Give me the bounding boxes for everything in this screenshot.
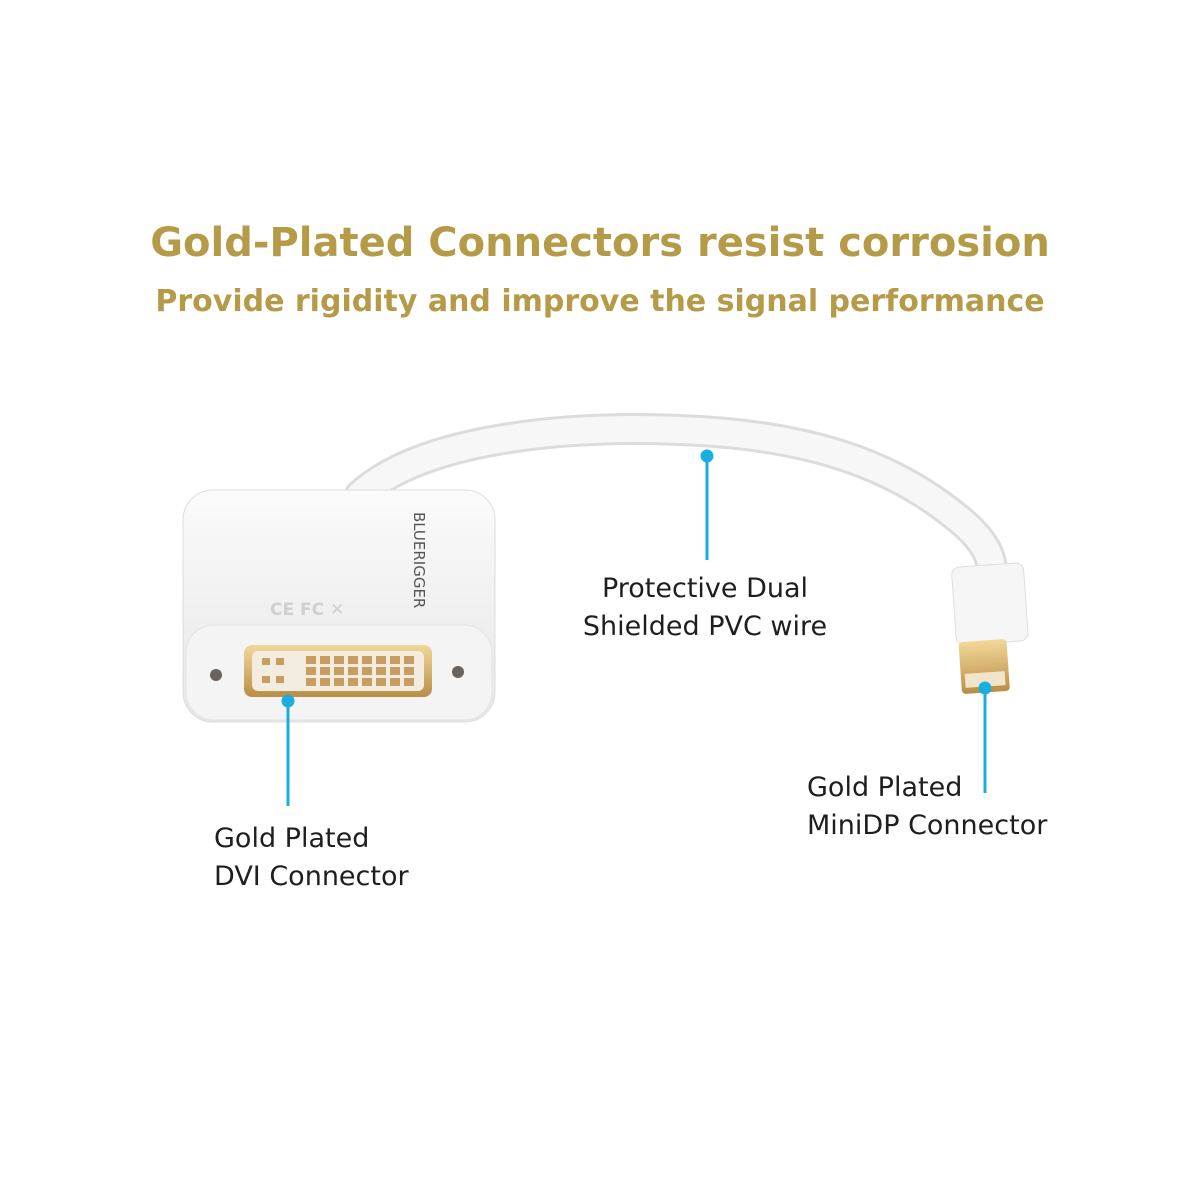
wire-callout-label: Protective Dual Shielded PVC wire — [580, 570, 830, 646]
minidp-callout-line1: Gold Plated — [807, 772, 963, 803]
dvi-pin — [320, 667, 330, 675]
dvi-pin — [334, 678, 344, 686]
dvi-pin — [404, 656, 414, 664]
dvi-pin — [320, 656, 330, 664]
brand-logo: BLUERIGGER — [410, 512, 428, 608]
dvi-pin — [404, 667, 414, 675]
dvi-adapter-box: BLUERIGGER CE FC ✕ — [182, 489, 496, 723]
dvi-pin — [390, 667, 400, 675]
dvi-pin — [306, 678, 316, 686]
dvi-pin — [320, 678, 330, 686]
dvi-pin — [376, 678, 386, 686]
minidp-callout-line2: MiniDP Connector — [807, 810, 1048, 841]
dvi-callout-line1: Gold Plated — [214, 823, 370, 854]
dvi-pin — [362, 656, 372, 664]
dvi-pin — [390, 656, 400, 664]
headline: Gold-Plated Connectors resist corrosion — [150, 220, 1050, 266]
dvi-pin — [348, 667, 358, 675]
wire-callout-line2: Shielded PVC wire — [582, 611, 828, 642]
dvi-pin — [306, 667, 316, 675]
wire-callout-line1: Protective Dual — [601, 573, 809, 604]
dvi-pin — [348, 656, 358, 664]
dvi-callout-label: Gold Plated DVI Connector — [214, 820, 409, 896]
dvi-pin — [334, 656, 344, 664]
dvi-pin — [376, 656, 386, 664]
cert-marks: CE FC ✕ — [270, 600, 344, 620]
dvi-pin — [348, 678, 358, 686]
minidp-callout-label: Gold Plated MiniDP Connector — [807, 769, 1047, 845]
dvi-pin — [306, 656, 316, 664]
dvi-pin — [362, 678, 372, 686]
dvi-pin — [404, 678, 414, 686]
minidp-connector — [951, 562, 1029, 694]
subheadline: Provide rigidity and improve the signal … — [155, 284, 1045, 319]
dvi-pin — [334, 667, 344, 675]
dvi-pin — [390, 678, 400, 686]
dvi-pin — [376, 667, 386, 675]
dvi-pin — [362, 667, 372, 675]
dvi-callout-line2: DVI Connector — [214, 861, 409, 892]
